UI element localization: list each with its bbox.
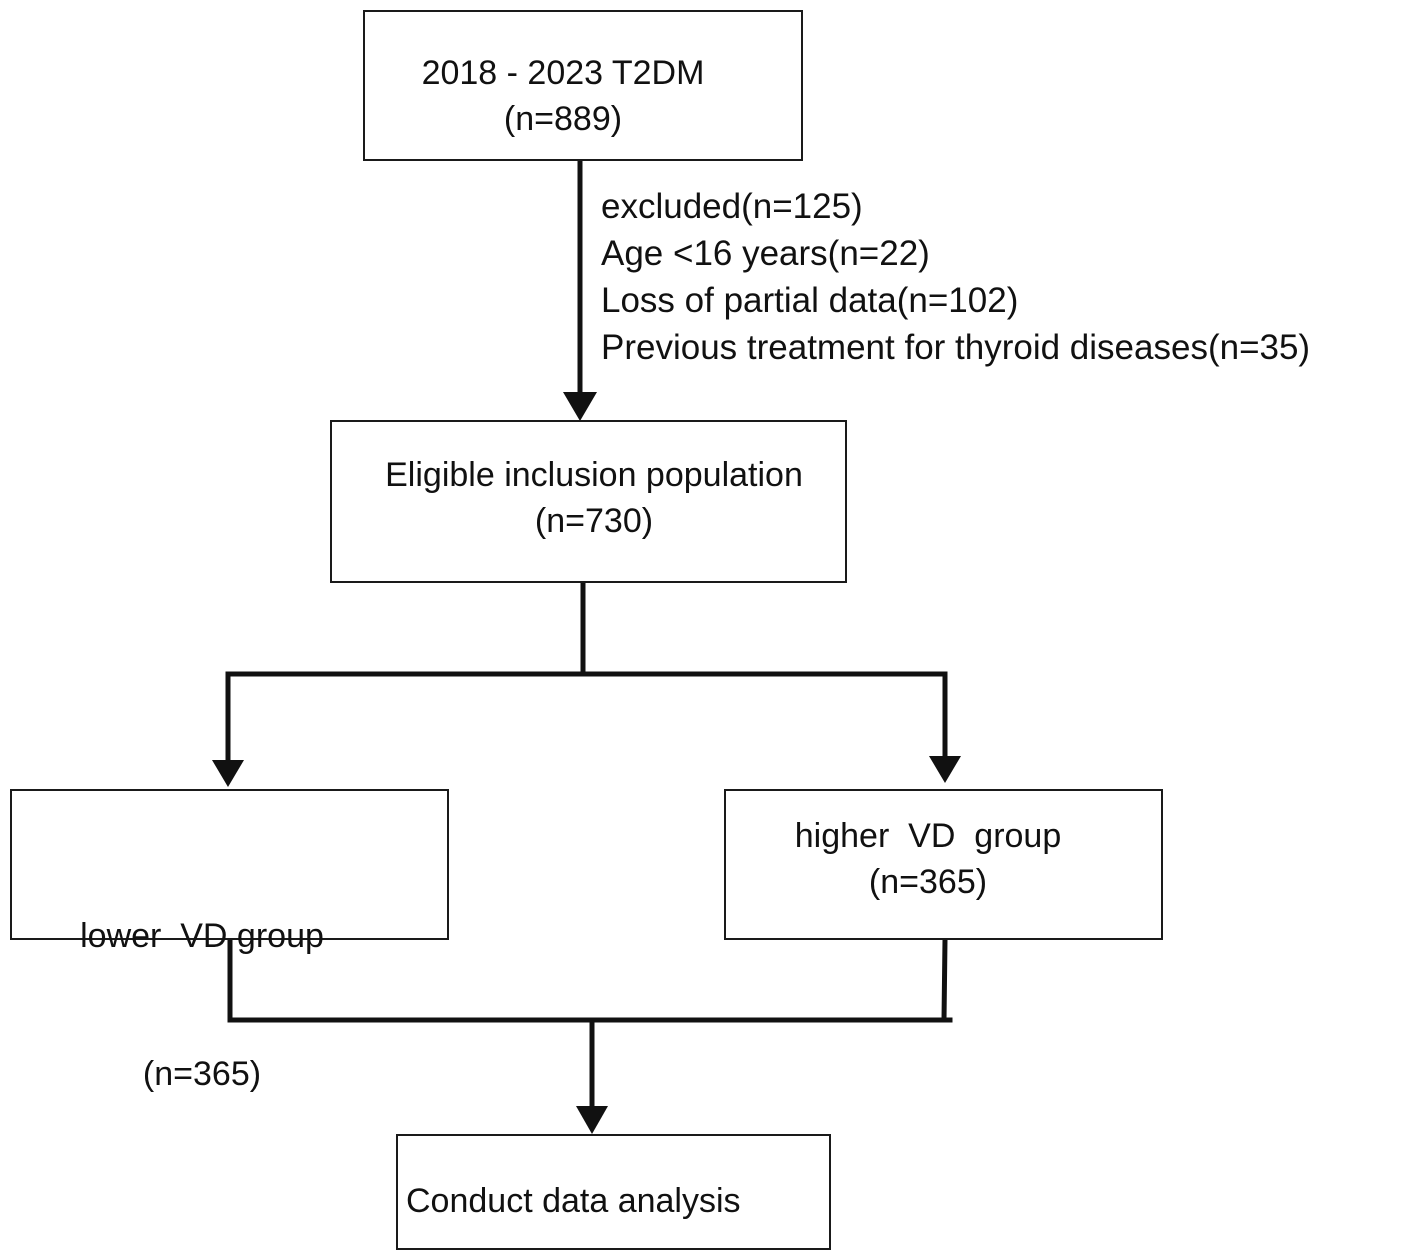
line-higher-down (941, 937, 948, 1023)
eligible-population-count: (n=730) (534, 502, 654, 540)
higher-vd-group-title: higher VD group (794, 817, 1062, 855)
data-analysis-text: Conduct data analysis (406, 1178, 816, 1224)
source-population-text: 2018 - 2023 T2DM (n=889) (403, 50, 723, 142)
source-population-title: 2018 - 2023 T2DM (421, 54, 705, 92)
eligible-population-title: Eligible inclusion population (385, 456, 803, 494)
source-population-count: (n=889) (503, 100, 623, 138)
source-population-box: 2018 - 2023 T2DM (n=889) (363, 10, 803, 161)
eligible-population-text: Eligible inclusion population (n=730) (358, 452, 830, 544)
exclusion-reason-thyroid: Previous treatment for thyroid diseases(… (601, 328, 1311, 367)
exclusion-criteria: excluded(n=125) Age <16 years(n=22) Loss… (601, 183, 1310, 371)
arrowhead-to-higher (929, 756, 961, 783)
higher-vd-group-count: (n=365) (868, 863, 988, 901)
lower-vd-group-title: lower VD group (80, 917, 324, 955)
higher-vd-group-box: higher VD group (n=365) (724, 789, 1163, 940)
exclusion-reason-data-loss: Loss of partial data(n=102) (601, 281, 1019, 320)
exclusion-reason-age: Age <16 years(n=22) (601, 234, 930, 273)
data-analysis-title: Conduct data analysis (406, 1182, 741, 1220)
exclusion-header: excluded(n=125) (601, 187, 863, 226)
lower-vd-group-count: (n=365) (142, 1055, 262, 1093)
data-analysis-box: Conduct data analysis (396, 1134, 831, 1250)
arrowhead-to-analysis (576, 1106, 608, 1134)
eligible-population-box: Eligible inclusion population (n=730) (330, 420, 847, 583)
higher-vd-group-text: higher VD group (n=365) (772, 813, 1084, 905)
arrowhead-to-lower (212, 760, 244, 787)
lower-vd-group-text: lower VD group (n=365) (66, 821, 338, 1189)
arrowhead-to-eligible (563, 392, 597, 421)
lower-vd-group-box: lower VD group (n=365) (10, 789, 449, 1093)
